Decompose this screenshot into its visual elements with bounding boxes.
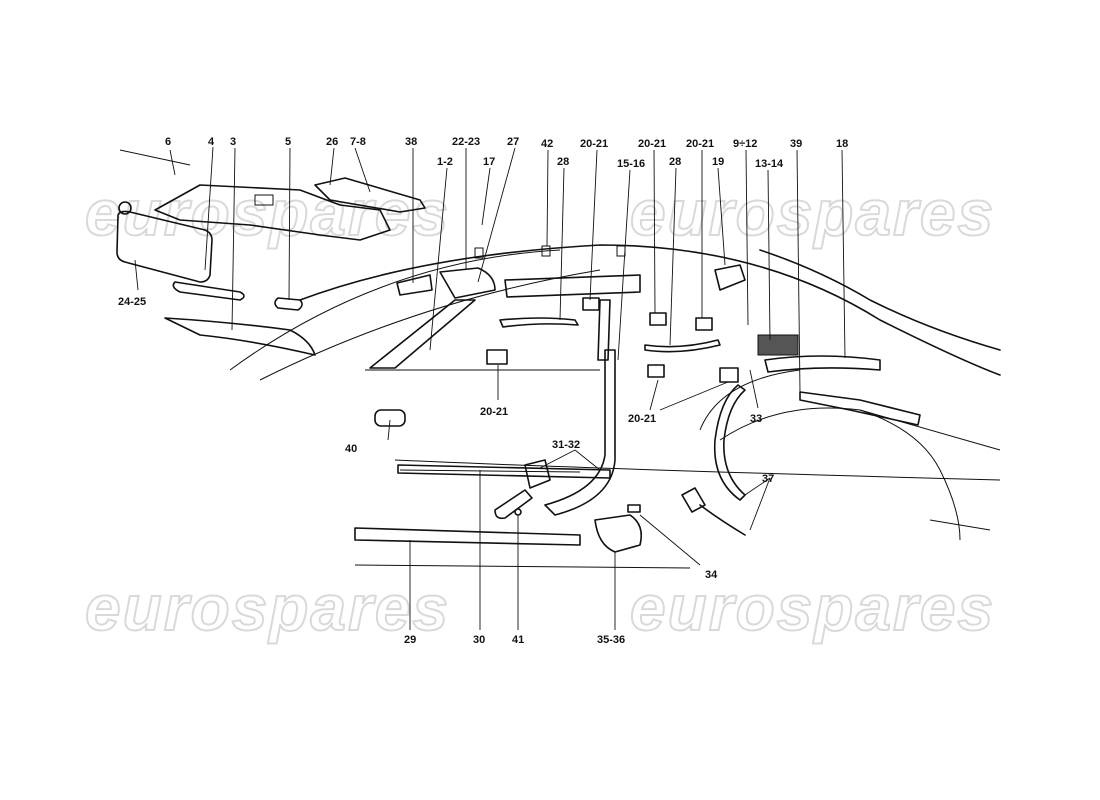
callout-label: 28 [669,156,681,168]
callout-label: 41 [512,634,524,646]
rear-roof-trim-part [764,355,881,373]
callout-label: 38 [405,136,417,148]
callout-label: 3 [230,136,236,148]
door-seal-part [397,464,611,479]
parts [116,177,921,553]
callout-label: 6 [165,136,171,148]
sill-trim-part [354,527,581,546]
seat-belt-upper-part [544,349,616,516]
callout-label: 20-21 [480,406,508,418]
roof-rail-trim-part [164,317,316,356]
clip-20-21-a-part [582,297,600,311]
headliner-clip-part [254,194,274,206]
callout-label: 22-23 [452,136,480,148]
sun-visor-part [396,274,433,296]
callout-label: 18 [836,138,848,150]
rear-quarter-panel-part [714,264,746,291]
callout-label: 24-25 [118,296,146,308]
callout-label: 28 [557,156,569,168]
roof-trim-strip-part [504,274,641,298]
watermark-group: eurospares eurospares eurospares eurospa… [84,176,995,645]
rear-belt-part [713,384,746,501]
b-pillar-trim-part [597,299,611,361]
small-light-part [274,297,303,311]
callout-label: 20-21 [580,138,608,150]
clip-20-21-f-part [719,367,739,383]
clip-20-21-c-part [649,312,667,326]
a-pillar-trim-part [369,299,476,369]
callout-label: 20-21 [686,138,714,150]
callout-labels: 6 4 3 5 26 7-8 38 22-23 1-2 17 27 42 20-… [118,136,848,646]
callout-label: 31-32 [552,439,580,451]
callout-label: 29 [404,634,416,646]
clip-17-part [474,247,484,259]
headliner-panel-part [154,184,391,241]
callout-label: 19 [712,156,724,168]
rear-headliner-panel-part [314,177,426,213]
callout-label: 20-21 [628,413,656,425]
mirror-mount-part [118,201,132,215]
courtesy-light-part [172,281,245,301]
clip-42-part [541,245,551,257]
clip-20-21-e-part [647,364,665,378]
watermark-top-right: eurospares [630,177,995,249]
clip-20-21-b-part [486,349,508,365]
callout-label: 7-8 [350,136,366,148]
callout-label: 30 [473,634,485,646]
rear-belt-strap-part [699,504,746,536]
seat-belt-buckle-part [524,459,551,489]
grab-handle-left-part [499,317,579,328]
callout-label: 15-16 [617,158,645,170]
callout-label: 35-36 [597,634,625,646]
callout-label: 1-2 [437,156,453,168]
callout-label: 9÷12 [733,138,757,150]
seat-belt-retractor-part [594,514,643,553]
callout-label: 4 [208,136,215,148]
rear-belt-buckle-part [681,487,706,513]
leader-lines [134,146,846,630]
vent-grille-part [757,334,799,356]
callout-label: 5 [285,136,291,148]
seat-belt-tongue-part [494,489,533,520]
clip-34-part [627,504,641,513]
watermark-bottom-left: eurospares [85,572,450,644]
callout-label: 26 [326,136,338,148]
clip-20-21-d-part [695,317,713,331]
callout-label: 13-14 [755,158,784,170]
rear-shelf-part [799,391,921,426]
grommet-40-part [374,409,406,427]
callout-label: 27 [507,136,519,148]
callout-label: 17 [483,156,495,168]
callout-label: 42 [541,138,553,150]
grab-handle-right-part [644,339,721,353]
sun-visor-right-part [439,267,496,299]
screw-41-part [514,508,522,516]
callout-label: 33 [750,413,762,425]
callout-label: 37 [762,473,774,485]
watermark-bottom-right: eurospares [630,572,995,644]
callout-label: 34 [705,569,718,581]
callout-label: 20-21 [638,138,666,150]
callout-label: 40 [345,443,357,455]
mirror-part [116,210,213,283]
callout-label: 39 [790,138,802,150]
clip-top-part [616,245,626,257]
